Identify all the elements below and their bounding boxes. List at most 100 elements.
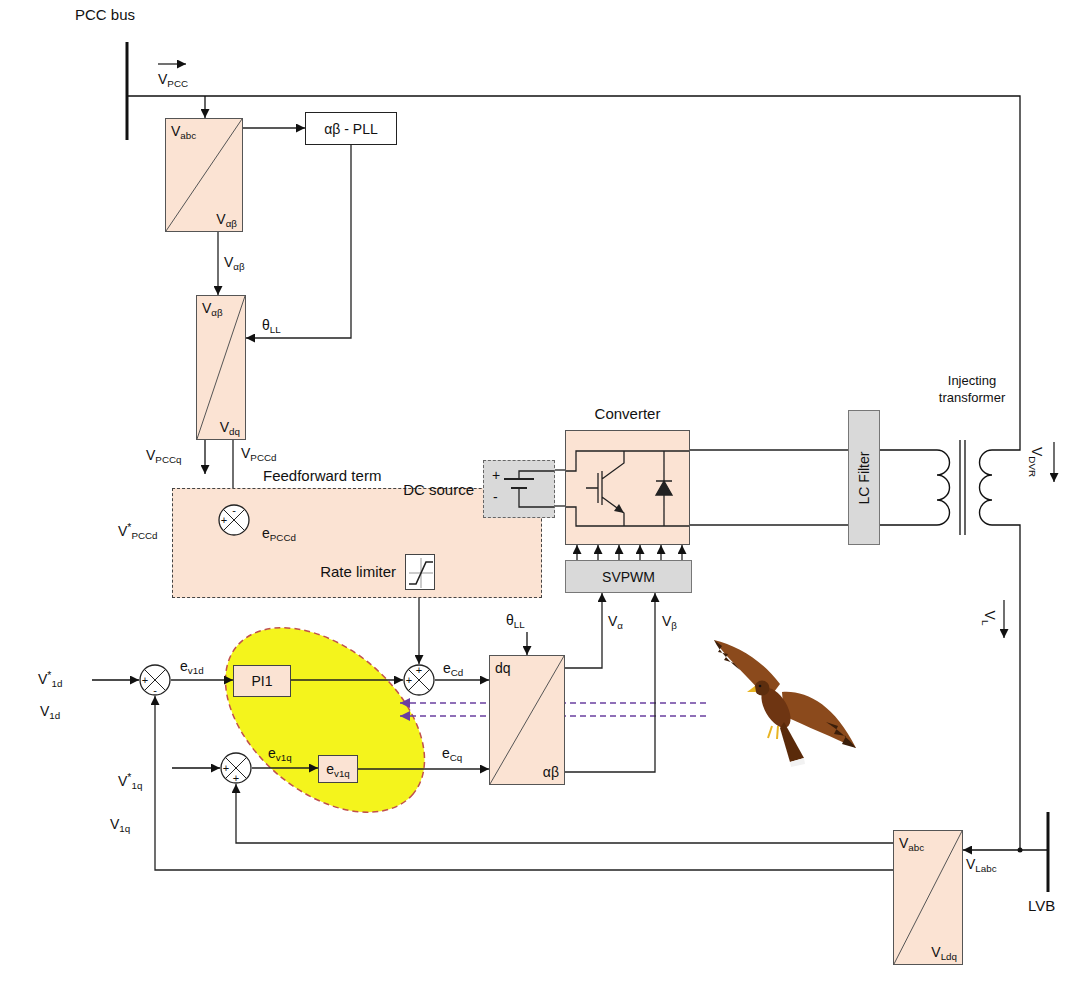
sum-sign: - bbox=[231, 505, 238, 516]
pcc-busbar bbox=[126, 42, 129, 140]
filter-wire bbox=[880, 450, 937, 525]
node-text: DC source bbox=[403, 481, 474, 499]
signal-label: VDVR bbox=[1028, 447, 1046, 477]
transformer-primary-coil bbox=[937, 450, 950, 525]
diagonal-divider bbox=[894, 831, 962, 964]
dc-source-box: DC source+- bbox=[483, 460, 555, 518]
signal-arrow bbox=[172, 767, 220, 768]
process-box: αβ - PLL bbox=[305, 112, 397, 145]
signal-label: V1q bbox=[110, 815, 130, 833]
signal-label: eCq bbox=[442, 744, 462, 762]
rate-limiter-block: Rate limiter bbox=[405, 554, 435, 590]
node-text: LC Filter bbox=[855, 451, 873, 504]
annotation-label: LVB bbox=[1028, 897, 1055, 915]
signal-connector bbox=[246, 145, 351, 338]
signal-label: VPCC bbox=[158, 70, 188, 88]
node-text: Vαβ bbox=[202, 299, 223, 317]
node-text: Vdq bbox=[220, 418, 240, 436]
transform-box: dq αβ bbox=[489, 655, 565, 785]
node-text: Rate limiter bbox=[320, 563, 396, 581]
voltage-arrow bbox=[1003, 600, 1004, 638]
signal-label: V*PCCd bbox=[118, 522, 158, 540]
summing-junction: ++ bbox=[403, 664, 435, 696]
node-text: VLdq bbox=[931, 943, 957, 961]
signal-connector bbox=[217, 232, 218, 295]
signal-connector bbox=[690, 449, 848, 450]
junction-dot bbox=[1018, 848, 1023, 853]
hawk-tail bbox=[780, 722, 804, 762]
signal-label: Vβ bbox=[662, 612, 677, 630]
node-text: Vabc bbox=[899, 834, 924, 852]
transform-box: VabcVLdq bbox=[893, 830, 963, 965]
node-text: dq bbox=[495, 659, 511, 677]
node-text: Converter bbox=[566, 405, 689, 423]
transformer-core bbox=[960, 440, 965, 535]
signal-connector bbox=[435, 679, 489, 680]
signal-label: VPCCd bbox=[241, 444, 276, 462]
signal-label: θLL bbox=[506, 611, 525, 629]
transform-box: VabcVαβ bbox=[165, 118, 243, 232]
signal-connector bbox=[171, 679, 233, 680]
signal-label: VPCCq bbox=[146, 446, 181, 464]
node-text: Vabc bbox=[171, 122, 196, 140]
signal-connector bbox=[358, 768, 489, 769]
sum-sign: + bbox=[406, 675, 413, 686]
node-text: αβ bbox=[543, 763, 559, 781]
hawk-legs bbox=[768, 726, 778, 739]
hawk-feathers bbox=[826, 722, 856, 748]
junction-circle bbox=[140, 665, 170, 695]
signal-label: Vαβ bbox=[224, 253, 245, 271]
annotation-label: PCC bus bbox=[75, 6, 135, 24]
signal-label: ev1q bbox=[268, 744, 292, 762]
load-voltage-wire bbox=[963, 849, 1048, 850]
hawk-illustration bbox=[714, 640, 856, 767]
signal-connector bbox=[243, 127, 305, 128]
diagonal-divider bbox=[166, 119, 242, 231]
signal-connector bbox=[565, 593, 655, 772]
diagonal-divider bbox=[197, 296, 245, 439]
signal-connector bbox=[618, 545, 619, 560]
signal-label: ev1d bbox=[180, 657, 204, 675]
junction-circle bbox=[221, 753, 251, 783]
node-text: - bbox=[493, 488, 498, 506]
hawk-feathers bbox=[714, 640, 740, 670]
summing-junction: +- bbox=[218, 504, 250, 536]
load-wire bbox=[992, 525, 1020, 850]
signal-connector bbox=[565, 593, 602, 668]
node-text: + bbox=[492, 466, 500, 484]
signal-connector bbox=[291, 679, 403, 680]
signal-arrow bbox=[204, 440, 205, 474]
node-text: ev1q bbox=[326, 760, 350, 778]
hawk-eye bbox=[759, 685, 762, 688]
sum-sign: - bbox=[152, 685, 159, 696]
hawk-head bbox=[755, 681, 770, 696]
signal-label: VL bbox=[981, 611, 999, 626]
node-text: Feedforward term bbox=[263, 467, 381, 485]
signal-connector bbox=[660, 545, 661, 560]
signal-connector bbox=[576, 545, 577, 560]
hawk-tail-tip bbox=[790, 758, 805, 767]
signal-label: V1d bbox=[40, 702, 60, 720]
signal-label: V*1d bbox=[38, 670, 62, 688]
signal-arrow bbox=[92, 679, 139, 680]
igbt-symbol bbox=[566, 451, 689, 526]
signal-label: V*1q bbox=[118, 772, 142, 790]
converter-box: Converter bbox=[565, 430, 690, 545]
sum-sign: + bbox=[233, 773, 240, 784]
node-text: αβ - PLL bbox=[324, 120, 378, 138]
controller-box: ev1q bbox=[318, 755, 358, 783]
node-shape bbox=[566, 431, 689, 544]
signal-label: eCd bbox=[443, 659, 463, 677]
signal-connector bbox=[597, 545, 598, 560]
signal-label: ePCCd bbox=[262, 524, 296, 542]
sum-sign: + bbox=[416, 665, 423, 676]
filter-box: LC Filter bbox=[848, 410, 880, 545]
highlight-ellipse bbox=[191, 591, 460, 849]
transform-box: VαβVdq bbox=[196, 295, 246, 440]
transformer-secondary-coil bbox=[980, 450, 993, 525]
controller-box: PI1 bbox=[233, 665, 291, 697]
node-text: PI1 bbox=[251, 672, 272, 690]
signal-connector bbox=[555, 469, 565, 470]
signal-connector bbox=[639, 545, 640, 560]
voltage-arrow bbox=[158, 63, 186, 64]
